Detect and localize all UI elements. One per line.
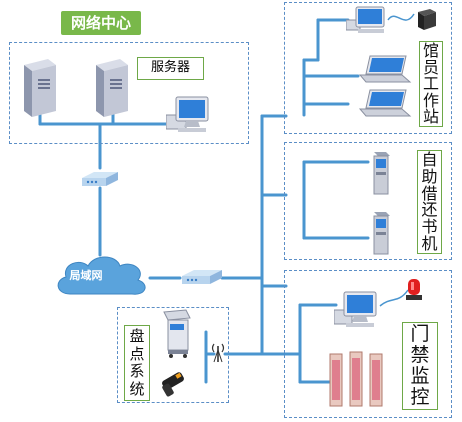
label-char: 员 (422, 57, 439, 77)
monitor-icon (166, 96, 209, 132)
antenna-icon (211, 343, 225, 363)
monitor-icon (346, 6, 385, 33)
monitor-icon (334, 291, 377, 327)
label-char: 书 (421, 217, 438, 237)
label-char: 统 (129, 379, 145, 398)
label-char: 系 (129, 362, 145, 380)
cloud-icon (57, 256, 146, 295)
inventory-group (117, 307, 229, 403)
label-char: 盘 (129, 327, 145, 345)
kiosk-icon (373, 152, 390, 195)
label-char: 工 (422, 74, 439, 93)
label-char: 监 (410, 365, 430, 387)
label-char: 借 (421, 183, 438, 203)
card-reader-icon (418, 9, 436, 30)
lan-label: 局域网 (69, 269, 103, 282)
server-icon (24, 59, 56, 117)
server-icon (96, 59, 128, 117)
network-center-group (9, 42, 249, 144)
kiosk-icon (373, 212, 390, 255)
label-char: 机 (421, 233, 438, 253)
server-label: 服务器 (137, 57, 204, 80)
gate-monitor-label: 门 禁 监 控 (402, 322, 438, 410)
label-char: 自 (421, 150, 438, 169)
label-char: 点 (129, 344, 145, 363)
handheld-scanner-icon (162, 372, 184, 397)
label-char: 控 (410, 386, 430, 408)
router-icon (182, 270, 222, 284)
label-char: 还 (421, 200, 438, 220)
label-char: 助 (421, 166, 438, 186)
network-center-title: 网络中心 (61, 11, 141, 35)
inventory-system-label: 盘 点 系 统 (124, 325, 150, 401)
self-service-group (284, 142, 452, 260)
staff-station-label: 馆 员 工 作 站 (419, 41, 443, 127)
alarm-light-icon (406, 279, 422, 300)
router-icon (82, 172, 118, 186)
inventory-cart-icon (163, 309, 191, 358)
laptop-icon (358, 89, 412, 117)
laptop-icon (358, 55, 412, 83)
label-char: 站 (422, 107, 439, 126)
gate-monitor-group (284, 270, 452, 418)
self-service-label: 自 助 借 还 书 机 (417, 150, 442, 254)
staff-station-group (284, 2, 452, 134)
label-char: 门 (410, 323, 430, 345)
label-char: 禁 (410, 344, 430, 366)
label-char: 馆 (422, 41, 439, 60)
security-gate-icon (329, 351, 383, 407)
label-char: 作 (422, 90, 439, 110)
